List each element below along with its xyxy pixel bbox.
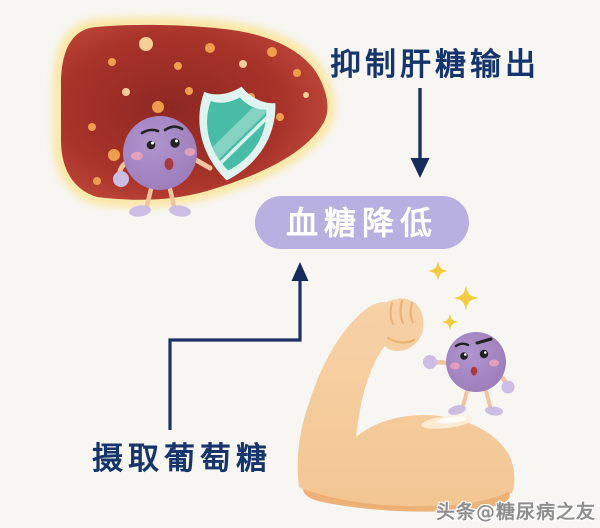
badge-blood-sugar-lowered-text: 血糖降低 — [285, 203, 438, 242]
liver-body — [61, 24, 328, 200]
arrow-down-icon — [410, 88, 430, 178]
cell-blush — [131, 148, 196, 161]
sparkle-icon — [441, 313, 459, 331]
label-glucose-uptake: 摄取葡萄糖 — [92, 441, 272, 477]
badge-blood-sugar-lowered: 血糖降低 — [255, 196, 469, 249]
sparkles — [428, 261, 479, 331]
arm-silhouette — [297, 298, 515, 508]
cell-eye-glints — [151, 139, 178, 145]
shield-stripes — [202, 102, 269, 168]
cell2-eye-glints — [464, 351, 487, 356]
sparkle-icon — [428, 261, 448, 281]
cell-mouth — [164, 158, 174, 170]
fist-finger-lines — [386, 299, 416, 344]
glucose-cell-waving-icon — [423, 332, 515, 416]
label-inhibit-liver-glucose-output: 抑制肝糖输出 — [330, 47, 540, 83]
bicep-arm-icon — [297, 298, 515, 512]
bicep-highlight-bright — [437, 416, 467, 424]
sparkle-icon — [453, 285, 479, 311]
cell-eyebrows — [140, 125, 184, 135]
cell-body — [123, 116, 197, 190]
watermark-toutiao: 头条@糖尿病之友 — [435, 501, 596, 523]
liver-icon — [53, 16, 336, 208]
arm-bottom-shade — [303, 489, 510, 512]
cell2-body — [446, 332, 506, 392]
arrow-up-icon — [168, 262, 309, 430]
cell2-mouth — [470, 366, 478, 376]
cell2-hands-feet — [423, 355, 515, 416]
shield-icon — [199, 86, 276, 181]
cell2-blush — [450, 359, 499, 370]
cell-hands-feet — [113, 171, 191, 217]
glucose-cell-icon — [113, 116, 213, 217]
cell2-eyebrows — [454, 337, 493, 348]
